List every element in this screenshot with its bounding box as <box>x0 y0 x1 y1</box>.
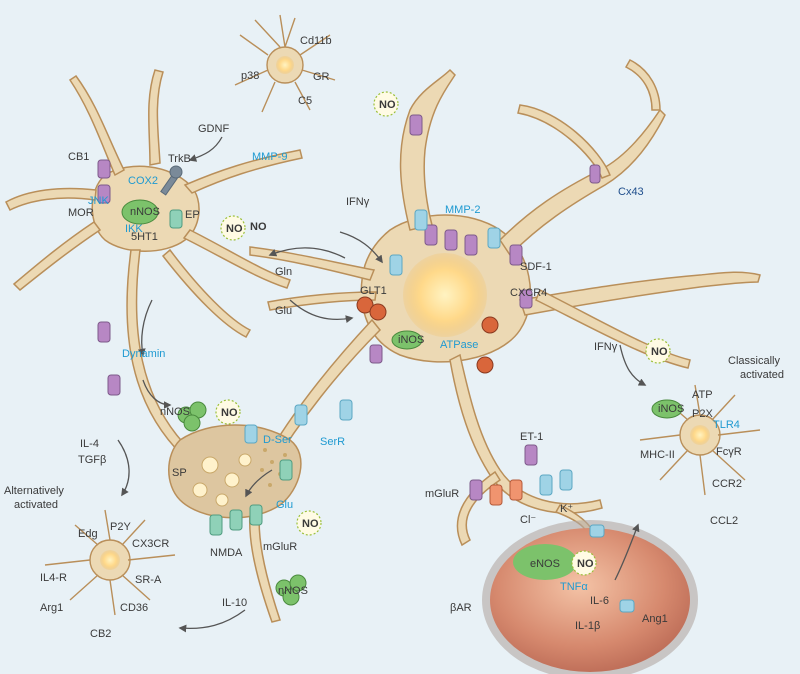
label-ang1: Ang1 <box>642 613 668 625</box>
label-tnfa: TNFα <box>560 581 588 593</box>
label-ep: EP <box>185 209 200 221</box>
label-dser: D-Ser <box>263 434 292 446</box>
receptor-cyan-group <box>244 209 635 613</box>
label-ccl2: CCL2 <box>710 515 738 527</box>
label-classical-no: NO <box>651 346 668 358</box>
label-sra: SR-A <box>135 574 162 586</box>
label-astro-inos: iNOS <box>398 334 424 346</box>
label-mhc2: MHC-II <box>640 449 675 461</box>
classical-microglia-nucleus <box>690 425 710 445</box>
synaptic-terminal <box>168 424 302 519</box>
blood-vessel <box>482 520 698 674</box>
label-arg1: Arg1 <box>40 602 63 614</box>
label-glt1: GLT1 <box>360 285 387 297</box>
label-sdf1: SDF-1 <box>520 261 552 273</box>
label-tlr4: TLR4 <box>713 419 740 431</box>
label-astro-no-a: NO <box>379 99 396 111</box>
label-bar: βAR <box>450 602 472 614</box>
label-il10: IL-10 <box>222 597 247 609</box>
label-gdnf: GDNF <box>198 123 229 135</box>
label-synapse-nnos: nNOS <box>160 406 190 418</box>
label-astro-no-b: NO <box>250 221 267 233</box>
no-circle-group <box>215 91 671 576</box>
label-nmda: NMDA <box>210 547 243 559</box>
astrocyte-nucleus <box>403 253 487 337</box>
label-cl: Cl⁻ <box>520 514 536 526</box>
label-synapse-no-b: NO <box>302 518 319 530</box>
label-serr: SerR <box>320 436 345 448</box>
label-il1b: IL-1β <box>575 620 600 632</box>
enos-blob <box>513 544 577 580</box>
receptor-orange-group <box>489 479 523 506</box>
label-trkb: TrkB <box>168 153 191 165</box>
label-classical-ifng: IFNγ <box>594 341 618 353</box>
label-ikk: IKK <box>125 223 143 235</box>
label-classical-inos: iNOS <box>658 403 684 415</box>
receptor-purple-group <box>97 114 601 501</box>
label-dynamin: Dynamin <box>122 348 165 360</box>
transporter-group <box>356 296 499 374</box>
label-classical-title-1: Classically <box>728 355 780 367</box>
label-cx43: Cx43 <box>618 186 644 198</box>
label-ifng: IFNγ <box>346 196 370 208</box>
label-et1: ET-1 <box>520 431 543 443</box>
astrocyte-branch-cx43 <box>517 59 661 179</box>
label-il4r: IL4-R <box>40 572 67 584</box>
label-il6: IL-6 <box>590 595 609 607</box>
top-microglia-nucleus <box>276 56 294 74</box>
label-il4: IL-4 <box>80 438 99 450</box>
label-jnk: JNK <box>88 195 109 207</box>
label-ccr2: CCR2 <box>712 478 742 490</box>
astrocyte-inos-blob <box>391 330 423 350</box>
nnos-blob-group <box>121 199 307 606</box>
label-mmp2: MMP-2 <box>445 204 480 216</box>
label-k: K⁺ <box>560 503 573 515</box>
label-gln: Gln <box>275 266 292 278</box>
alternative-microglia-nucleus <box>100 550 120 570</box>
label-tgfb: TGFβ <box>78 454 106 466</box>
label-enos: eNOS <box>530 558 560 570</box>
label-synapse-mglur: mGluR <box>263 541 297 553</box>
label-vessel-no: NO <box>577 558 594 570</box>
label-p38: p38 <box>241 70 259 82</box>
label-atpase: ATPase <box>440 339 478 351</box>
label-mmp9: MMP-9 <box>252 151 287 163</box>
label-c5: C5 <box>298 95 312 107</box>
label-synapse-no: NO <box>221 407 238 419</box>
label-neuron-nnos: nNOS <box>130 206 160 218</box>
label-cd11b: Cd11b <box>300 35 332 47</box>
label-p2x: P2X <box>692 408 713 420</box>
label-cx3cr: CX3CR <box>132 538 169 550</box>
label-astro-mglur: mGluR <box>425 488 459 500</box>
label-classical-title-2: activated <box>740 369 784 381</box>
label-5ht1: 5HT1 <box>131 231 158 243</box>
classical-inos-blob <box>651 399 683 419</box>
astrocyte-cell <box>248 68 761 623</box>
label-synapse-glu: Glu <box>276 499 293 511</box>
receptor-green-group <box>169 209 293 536</box>
label-edg: Edg <box>78 528 98 540</box>
label-cd36: CD36 <box>120 602 148 614</box>
label-cxcr4: CXCR4 <box>510 287 547 299</box>
label-alt-title-1: Alternatively <box>4 485 64 497</box>
label-mor: MOR <box>68 207 94 219</box>
label-gr: GR <box>313 71 330 83</box>
arrow-group <box>117 136 647 633</box>
label-atp: ATP <box>692 389 713 401</box>
label-cb2: CB2 <box>90 628 111 640</box>
label-sp: SP <box>172 467 187 479</box>
label-cox2: COX2 <box>128 175 158 187</box>
label-neuron-no: NO <box>226 223 243 235</box>
label-fcgr: FcγR <box>716 446 742 458</box>
label-alt-title-2: activated <box>14 499 58 511</box>
label-cb1: CB1 <box>68 151 89 163</box>
label-p2y: P2Y <box>110 521 131 533</box>
trkb-wrench-icon <box>160 165 183 196</box>
label-glu: Glu <box>275 305 292 317</box>
label-synapse-nnos-b: nNOS <box>278 585 308 597</box>
